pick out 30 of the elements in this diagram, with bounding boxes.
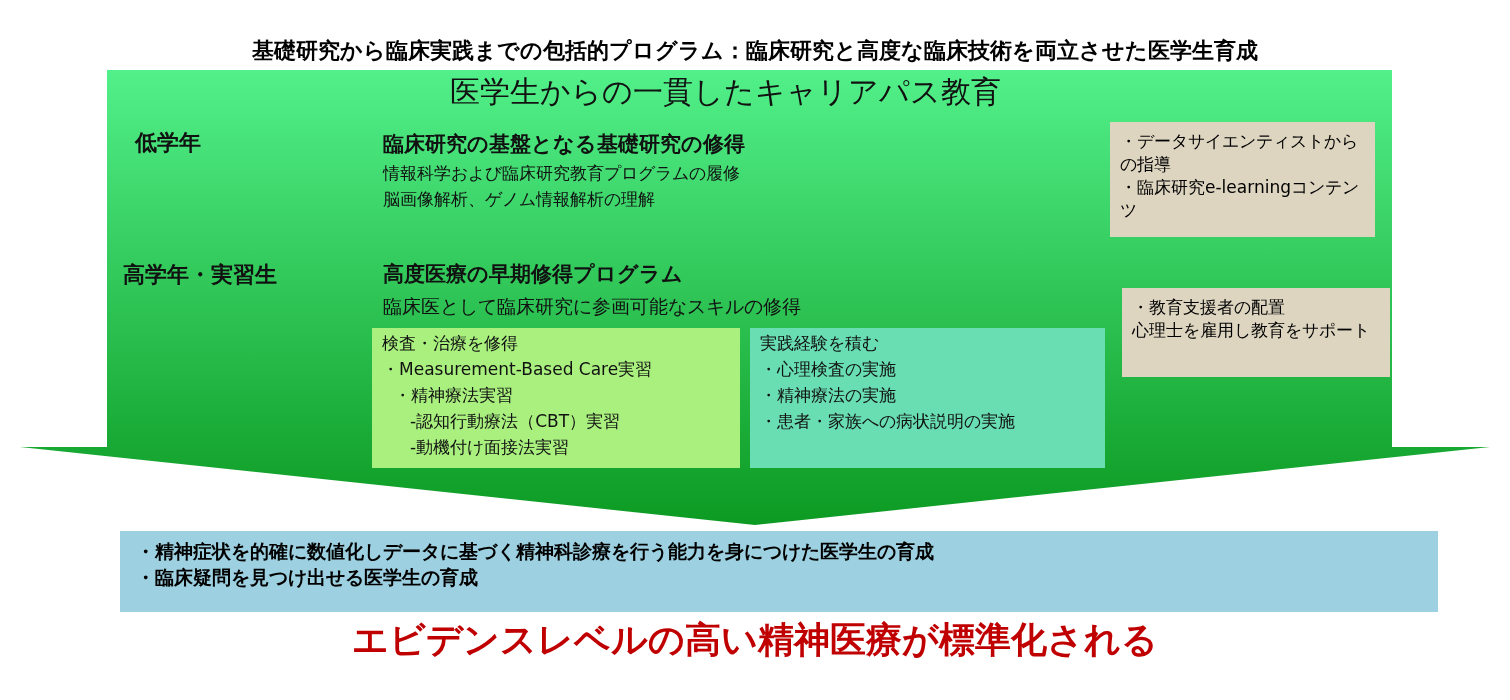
list-item: ・精神療法の実施 xyxy=(760,384,896,407)
box-heading: 実践経験を積む xyxy=(760,332,879,355)
box-heading: 検査・治療を修得 xyxy=(382,332,518,355)
list-item: ・患者・家族への病状説明の実施 xyxy=(760,410,1015,433)
body-text: 臨床医として臨床研究に参画可能なスキルの修得 xyxy=(383,294,801,319)
list-item: ・臨床疑問を見つけ出せる医学生の育成 xyxy=(136,564,478,590)
info-box xyxy=(372,328,740,468)
list-item: ・データサイエンティストからの指導 xyxy=(1120,130,1359,176)
info-box xyxy=(1110,122,1375,237)
list-item: ・Measurement-Based Care実習 xyxy=(382,358,653,381)
body-text: 脳画像解析、ゲノム情報解析の理解 xyxy=(383,188,655,211)
grade-label: 高学年・実習生 xyxy=(123,261,277,289)
list-item: ・精神症状を的確に数値化しデータに基づく精神科診療を行う能力を身につけた医学生の育成 xyxy=(136,539,934,564)
list-item: 心理士を雇用し教育をサポート xyxy=(1132,318,1370,342)
section-heading: 臨床研究の基盤となる基礎研究の修得 xyxy=(383,131,745,158)
list-item: ・教育支援者の配置 xyxy=(1132,296,1285,319)
list-item: -認知行動療法（CBT）実習 xyxy=(410,410,621,433)
list-item: -動機付け面接法実習 xyxy=(410,436,570,459)
section-heading: 高度医療の早期修得プログラム xyxy=(383,261,683,288)
grade-label: 低学年 xyxy=(135,129,201,157)
conclusion-text: エビデンスレベルの高い精神医療が標準化される xyxy=(351,618,1159,662)
info-box xyxy=(1122,288,1390,377)
list-item: ・精神療法実習 xyxy=(394,384,513,407)
body-text: 情報科学および臨床研究教育プログラムの履修 xyxy=(383,162,740,185)
list-item: ・臨床研究e-learningコンテンツ xyxy=(1120,175,1360,222)
title: 基礎研究から臨床実践までの包括的プログラム：臨床研究と高度な臨床技術を両立させた医学生育成 xyxy=(251,37,1259,65)
info-box xyxy=(750,328,1105,468)
info-box xyxy=(120,531,1438,612)
list-item: ・心理検査の実施 xyxy=(760,358,896,381)
heading: 医学生からの一貫したキャリアパス教育 xyxy=(448,73,1002,111)
